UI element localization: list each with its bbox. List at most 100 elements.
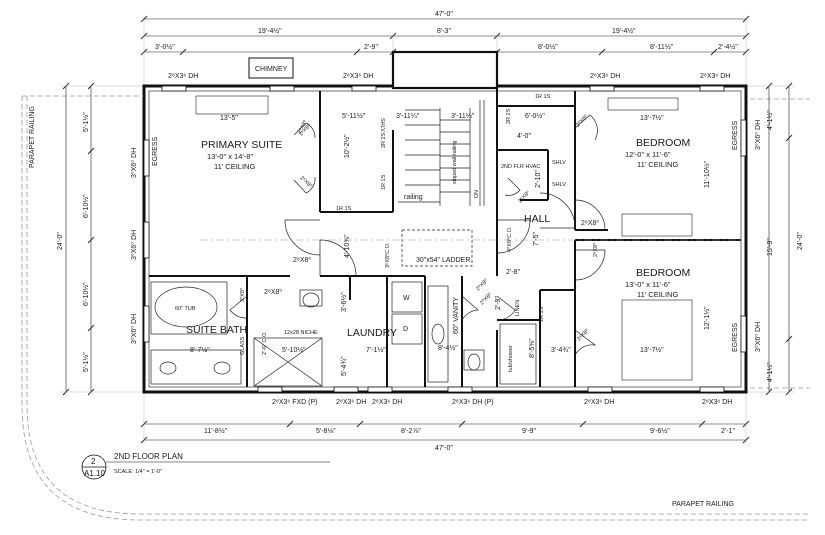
overall-top: 47'-0" <box>435 11 453 18</box>
top-dim-5: 2'-9" <box>364 44 378 51</box>
egress-left: EGRESS <box>152 136 159 166</box>
dim-1371b: 13'-7½" <box>640 346 664 354</box>
detail-number: 2 <box>91 457 96 466</box>
tub-shower-label: tub/shower <box>508 345 514 372</box>
title-block <box>81 454 330 480</box>
dim-858: 8'-5⅝" <box>529 338 536 358</box>
overall-left: 24'-0" <box>57 232 64 250</box>
top-dim-4: 3'-0½" <box>155 43 175 51</box>
bottom-dim-3: 8'-2⅞" <box>401 428 421 435</box>
window-left-a: 3⁰X6⁰ DH <box>130 148 138 178</box>
primary-suite-ceiling: 11' CEILING <box>214 162 255 171</box>
window-right-a: 3⁰X6⁰ DH <box>754 120 762 150</box>
window-bot-f: 2⁸X3⁶ DH <box>702 399 732 406</box>
shelf-label-3: SHLV <box>552 182 566 188</box>
dim-primary-w: 13'-5" <box>220 115 238 122</box>
bath-fixtures <box>150 281 537 387</box>
plan-scale: SCALE: 1/4" = 1'-0" <box>114 469 162 475</box>
railing-label-bottom: PARAPET RAILING <box>672 501 734 508</box>
tub-label: 60" TUB <box>175 306 196 312</box>
door-label-10: 2⁸X8⁰ <box>592 242 599 257</box>
dim-8712: 8'-7½" <box>190 346 210 354</box>
furniture <box>195 95 693 381</box>
dim-6012: 6'-0½" <box>525 112 545 120</box>
window-bot-a: 2⁸X3⁶ FXD (P) <box>272 399 318 406</box>
stair <box>398 100 485 267</box>
left-dim-1: 5'-1½" <box>82 112 90 132</box>
door-label-9: 2⁸X8⁰ <box>581 219 599 227</box>
door-label-11: 4⁰X8⁰C.O. <box>506 226 513 252</box>
left-dim-3: 6'-10½" <box>82 282 90 306</box>
door-label-7: 2⁰X8⁰ <box>478 291 494 307</box>
hall-name: HALL <box>524 213 550 225</box>
riser-label-f: 2R 2S <box>506 108 512 124</box>
dim-343: 3'-4¾" <box>551 347 571 354</box>
primary-suite-size: 13'-0" x 14'-8" <box>207 152 253 161</box>
niche-label: 12x28 NICHE <box>284 330 318 336</box>
washer-label: W <box>403 295 410 302</box>
riser-label-e: 2R 2S <box>381 132 387 148</box>
bedroom1-size: 12'-0" x 11'-6" <box>625 150 671 159</box>
dim-1211: 12'-1½" <box>703 306 711 330</box>
riser-label-c: 1R 1S <box>381 174 387 190</box>
shelf-label-2: SHLV <box>552 160 566 166</box>
suite-bath-name: SUITE BATH <box>186 324 247 336</box>
top-dim-1: 19'-4½" <box>258 27 282 35</box>
laundry-name: LAUNDRY <box>347 327 397 339</box>
dim-40: 4'-0" <box>517 133 531 140</box>
door-label-16: 2'-6" C.O. <box>262 331 268 355</box>
railing-label: railing <box>404 194 423 201</box>
dim-361: 3'-6½" <box>340 292 348 312</box>
bedroom2-name: BEDROOM <box>636 267 690 279</box>
railing-label-left: PARAPET RAILING <box>29 106 36 168</box>
dim-1021: 10'-2½" <box>343 134 351 158</box>
door-label-3: 2⁸X8⁰ <box>293 256 311 264</box>
windows <box>143 85 747 393</box>
top-dim-7: 8'-11½" <box>650 43 674 51</box>
top-dim-3: 19'-4½" <box>612 27 636 35</box>
window-bot-d: 2⁸X3⁶ DH (P) <box>452 399 494 406</box>
bedroom1-name: BEDROOM <box>636 137 690 149</box>
dim-75: 7'-5" <box>533 232 540 246</box>
riser-label-a: 1R 1S <box>535 94 551 100</box>
dim-842: 8'-4½" <box>438 344 458 352</box>
chimney-label: CHIMNEY <box>255 66 288 73</box>
dim-511: 5'-11½" <box>342 112 366 120</box>
window-right-b: 3⁰X6⁰ DH <box>754 322 762 352</box>
window-bot-b: 2⁸X3⁶ DH <box>336 399 366 406</box>
dim-28: 2'-8" <box>506 269 520 276</box>
overall-bottom: 47'-0" <box>435 445 453 452</box>
bottom-dim-6: 2'-1" <box>721 428 735 435</box>
left-dim-4: 5'-1½" <box>82 352 90 372</box>
window-left-c: 3⁰X6⁰ DH <box>130 314 138 344</box>
top-dim-2: 8'-3" <box>437 28 451 35</box>
glass-label: GLASS <box>240 336 246 355</box>
top-dim-8: 2'-4½" <box>718 43 738 51</box>
door-label-6: 3⁰X8⁰ <box>239 287 246 302</box>
vanity-label: 60" VANITY <box>453 297 460 334</box>
bottom-dim-5: 9'-6½" <box>650 427 670 435</box>
parapet-railing <box>21 95 810 521</box>
dim-11102: 11'-10½" <box>703 160 711 188</box>
dim-210: 2'-10" <box>535 170 542 188</box>
overall-right: 24'-0" <box>797 232 804 250</box>
shelf-label-1: SHLV <box>379 118 385 132</box>
window-top-c: 2⁸X3⁶ DH <box>590 73 620 80</box>
door-label-12: 2⁰X8⁰ <box>474 277 490 293</box>
dim-4105: 4'-10⅝" <box>344 234 351 258</box>
window-top-a: 2⁸X3⁶ DH <box>168 73 198 80</box>
dryer-label: D <box>403 326 408 333</box>
right-dim-1: 4'-1½" <box>766 110 774 130</box>
door-label-4: 3⁶X8⁰C.O. <box>384 242 391 268</box>
linen-label: LINEN <box>515 300 521 316</box>
bedroom2-size: 13'-0" x 11'-6" <box>625 280 671 289</box>
egress-right-bot: EGRESS <box>732 322 739 352</box>
window-bot-e: 2⁸X3⁶ DH <box>584 399 614 406</box>
bedroom1-ceiling: 11' CEILING <box>637 160 678 169</box>
door-label-5: 2⁸X8⁰ <box>264 288 282 296</box>
doors <box>229 114 606 356</box>
primary-suite-name: PRIMARY SUITE <box>201 139 282 151</box>
right-dim-2: 15'-9" <box>767 238 774 256</box>
window-top-b: 2⁸X3⁶ DH <box>343 73 373 80</box>
